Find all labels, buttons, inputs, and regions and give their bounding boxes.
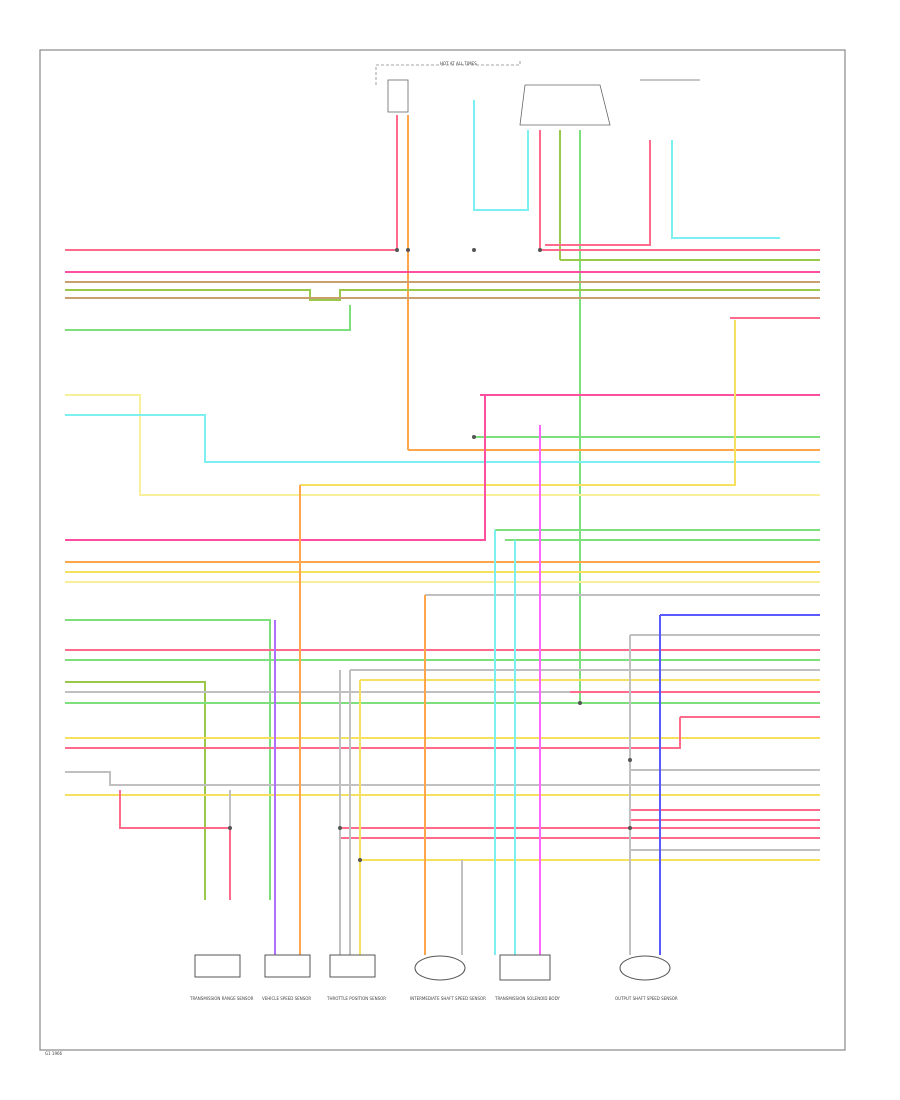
relay-box: [387, 79, 409, 113]
component-label: THROTTLE POSITION SENSOR: [326, 996, 386, 1001]
fuse-block-label: HOT AT ALL TIMES: [440, 61, 477, 66]
component-output-shaft-speed-sensor: OUTPUT SHAFT SPEED SENSOR: [615, 955, 678, 1001]
component-throttle-position-sensor: THROTTLE POSITION SENSOR: [326, 954, 386, 1001]
splices: [228, 248, 632, 862]
component-intermediate-shaft-speed-sensor: INTERMEDIATE SHAFT SPEED SENSOR: [410, 955, 486, 1001]
component-label: VEHICLE SPEED SENSOR: [262, 996, 311, 1001]
component-label: TRANSMISSION RANGE SENSOR: [189, 996, 254, 1001]
footer-ref: G1 1966: [45, 1051, 63, 1056]
diagram-frame: [39, 49, 846, 1051]
component-label: TRANSMISSION SOLENOID BODY: [494, 996, 560, 1001]
top-fuse-block: HOT AT ALL TIMES: [375, 60, 700, 252]
component-transmission-range-sensor: TRANSMISSION RANGE SENSOR: [189, 954, 254, 1001]
horizontal-wires: [65, 249, 820, 900]
component-label: OUTPUT SHAFT SPEED SENSOR: [615, 996, 678, 1001]
component-vehicle-speed-sensor: VEHICLE SPEED SENSOR: [262, 954, 311, 1001]
top-vertical-wires: [396, 100, 780, 705]
component-transmission-solenoid-body: TRANSMISSION SOLENOID BODY: [494, 954, 560, 1001]
component-label: INTERMEDIATE SHAFT SPEED SENSOR: [410, 996, 486, 1001]
component-vertical-wires: [274, 425, 661, 955]
